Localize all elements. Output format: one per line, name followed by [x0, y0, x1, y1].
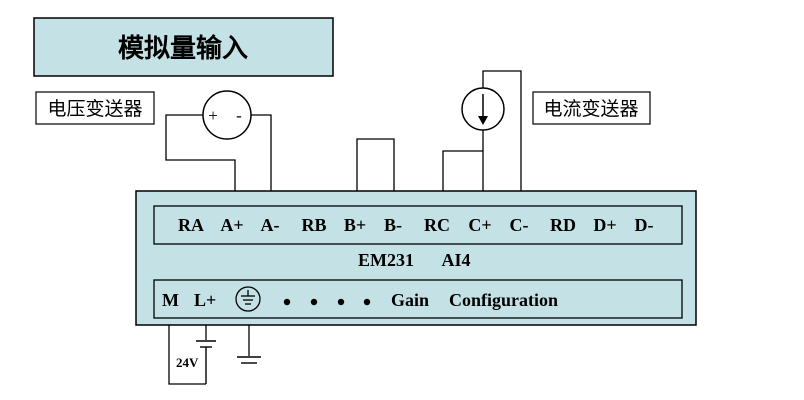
module-type: AI4	[441, 250, 470, 270]
voltage-transmitter-label: 电压变送器	[47, 98, 142, 120]
em231-module: RA A+ A- RB B+ B- RC C+ C- RD D+ D- EM23…	[135, 190, 697, 326]
terminal-d-minus: D-	[635, 215, 654, 235]
m-supply-wire	[168, 323, 206, 385]
current-transmitter-label: 电流变送器	[543, 98, 638, 120]
voltage-wire-left	[165, 114, 236, 191]
terminal-c-plus: C+	[468, 215, 491, 235]
wiring-lines	[165, 70, 522, 385]
terminal-c-minus: C-	[510, 215, 529, 235]
earth-ground-icon	[237, 356, 261, 364]
terminal-a-plus: A+	[220, 215, 243, 235]
current-source-icon	[461, 87, 505, 131]
title-box: 模拟量输入	[33, 17, 334, 77]
ground-icon	[235, 286, 261, 312]
rb-bplus-jumper	[356, 138, 395, 191]
voltage-plus: +	[208, 106, 218, 125]
terminal-m: M	[162, 290, 179, 310]
voltage-minus: -	[236, 106, 242, 125]
terminal-l-plus: L+	[194, 290, 216, 310]
terminal-rc: RC	[424, 215, 450, 235]
configuration-label: Configuration	[449, 290, 558, 310]
voltage-transmitter-label-box: 电压变送器	[35, 91, 155, 125]
supply-label: 24V	[176, 355, 199, 370]
battery-icon	[196, 340, 216, 384]
voltage-source-icon: + -	[202, 90, 252, 140]
title-text: 模拟量输入	[118, 33, 248, 64]
dot-icon	[337, 298, 345, 306]
top-terminal-strip	[153, 205, 683, 245]
current-wire-top	[482, 70, 522, 191]
current-transmitter-label-box: 电流变送器	[532, 91, 651, 125]
terminal-d-plus: D+	[593, 215, 616, 235]
terminal-b-plus: B+	[344, 215, 366, 235]
bottom-terminal-strip	[153, 279, 683, 319]
dot-icons	[283, 298, 371, 306]
terminal-rd: RD	[550, 215, 576, 235]
terminal-rb: RB	[301, 215, 326, 235]
dot-icon	[363, 298, 371, 306]
module-name: EM231	[358, 250, 414, 270]
gain-label: Gain	[391, 290, 429, 310]
rc-cplus-jumper	[442, 150, 484, 191]
dot-icon	[310, 298, 318, 306]
dot-icon	[283, 298, 291, 306]
terminal-ra: RA	[178, 215, 204, 235]
voltage-wire-right	[250, 114, 272, 191]
terminal-b-minus: B-	[384, 215, 402, 235]
terminal-a-minus: A-	[261, 215, 280, 235]
